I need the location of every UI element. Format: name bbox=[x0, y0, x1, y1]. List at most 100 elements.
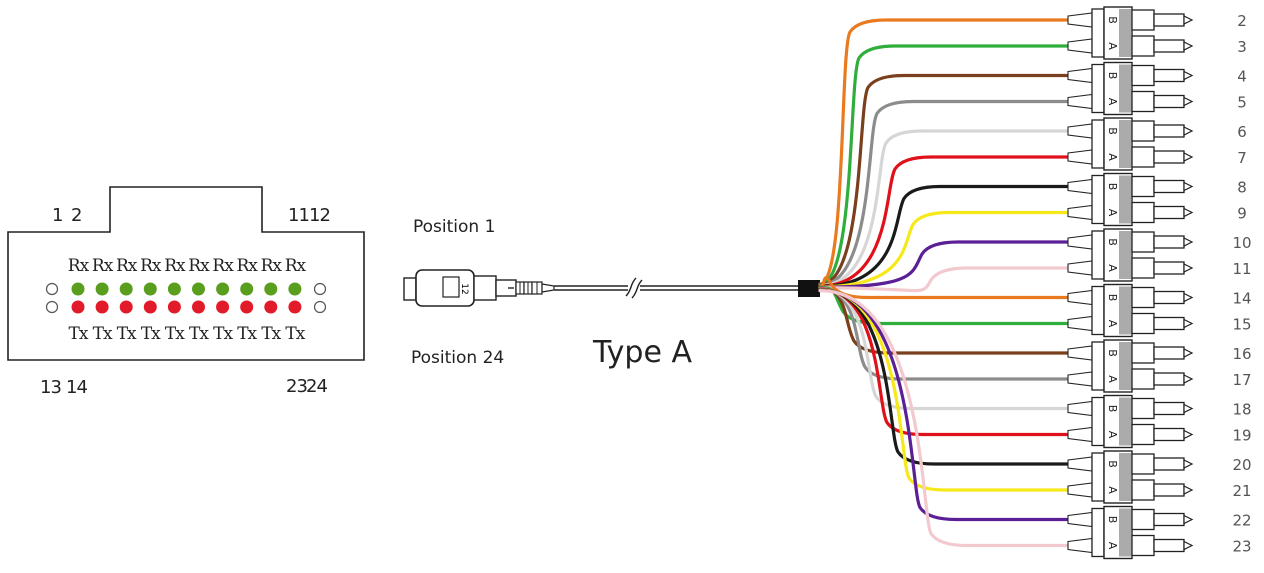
tx-dot-5 bbox=[167, 300, 181, 314]
pair-label-a: A bbox=[1106, 42, 1119, 50]
pin-label-24: 24 bbox=[306, 376, 327, 397]
pair-label-a: A bbox=[1106, 153, 1119, 161]
rx-label-5: Rx bbox=[164, 256, 186, 276]
tx-dot-9 bbox=[264, 300, 278, 314]
rx-label-1: Rx bbox=[68, 256, 90, 276]
fiber-5 bbox=[818, 99, 1070, 287]
pair-label-a: A bbox=[1106, 375, 1119, 383]
pair-label-a: A bbox=[1106, 209, 1119, 217]
tx-label-4: Tx bbox=[141, 324, 161, 344]
fiber-22 bbox=[818, 288, 1070, 522]
duplex-connector-8: BA bbox=[1067, 394, 1194, 449]
rx-dot-7 bbox=[216, 282, 230, 296]
rx-dot-8 bbox=[240, 282, 254, 296]
pair-label-b: B bbox=[1106, 349, 1119, 357]
fiber-number-17: 17 bbox=[1232, 371, 1251, 389]
duplex-connector-4: BA bbox=[1067, 172, 1194, 227]
tx-label-2: Tx bbox=[93, 324, 113, 344]
duplex-connector-3: BA bbox=[1067, 117, 1194, 171]
fiber-number-7: 7 bbox=[1237, 149, 1247, 167]
fiber-number-5: 5 bbox=[1237, 94, 1247, 112]
rx-dot-1 bbox=[71, 282, 85, 296]
fiber-9 bbox=[818, 210, 1070, 289]
fiber-number-19: 19 bbox=[1232, 427, 1251, 445]
tx-dot-3 bbox=[119, 300, 133, 314]
fanout-fibers bbox=[818, 18, 1070, 548]
fiber-number-4: 4 bbox=[1237, 68, 1247, 86]
breakout-block bbox=[798, 280, 820, 297]
pair-label-b: B bbox=[1106, 127, 1119, 135]
pin-label-14: 14 bbox=[66, 377, 87, 398]
tx-label-3: Tx bbox=[117, 324, 137, 344]
fiber-14 bbox=[818, 276, 1070, 300]
fiber-7 bbox=[818, 155, 1070, 288]
fiber-10 bbox=[818, 240, 1070, 289]
connector-face-outline bbox=[7, 186, 365, 361]
fiber-6 bbox=[818, 129, 1070, 288]
type-label: Type A bbox=[592, 335, 692, 370]
fiber-number-21: 21 bbox=[1232, 482, 1251, 500]
rx-label-2: Rx bbox=[92, 256, 114, 276]
pin-label-23: 23 bbox=[286, 376, 307, 397]
pair-label-b: B bbox=[1106, 294, 1119, 302]
rx-dot-5 bbox=[167, 282, 181, 296]
fiber-number-10: 10 bbox=[1232, 234, 1251, 252]
fiber-number-6: 6 bbox=[1237, 123, 1247, 141]
duplex-connector-2: BA bbox=[1067, 61, 1194, 116]
fiber-number-9: 9 bbox=[1237, 205, 1247, 223]
fiber-11 bbox=[818, 266, 1070, 293]
rx-dot-4 bbox=[143, 282, 157, 296]
rx-dot-9 bbox=[264, 282, 278, 296]
pin-label-1: 1 bbox=[52, 205, 63, 226]
pair-label-b: B bbox=[1106, 183, 1119, 191]
tx-label-1: Tx bbox=[69, 324, 89, 344]
fiber-4 bbox=[818, 73, 1070, 287]
rx-label-7: Rx bbox=[212, 256, 234, 276]
duplex-connector-9: BA bbox=[1067, 450, 1194, 504]
duplex-connector-6: BA bbox=[1067, 283, 1194, 338]
pair-label-b: B bbox=[1106, 16, 1119, 24]
duplex-connector-7: BA bbox=[1067, 339, 1194, 393]
pair-label-a: A bbox=[1106, 542, 1119, 550]
fiber-19 bbox=[818, 287, 1070, 437]
duplex-connector-10: BA bbox=[1067, 505, 1194, 560]
pair-label-b: B bbox=[1106, 72, 1119, 80]
tx-label-5: Tx bbox=[165, 324, 185, 344]
trunk-cable bbox=[554, 277, 800, 299]
fiber-number-11: 11 bbox=[1232, 260, 1251, 278]
fiber-number-18: 18 bbox=[1232, 401, 1251, 419]
tx-dot-8 bbox=[240, 300, 254, 314]
tx-dot-2 bbox=[95, 300, 109, 314]
fiber-number-15: 15 bbox=[1232, 316, 1251, 334]
mpo-connector: 12 bbox=[403, 269, 555, 307]
fiber-number-3: 3 bbox=[1237, 38, 1247, 56]
fiber-8 bbox=[818, 184, 1070, 288]
fiber-number-23: 23 bbox=[1232, 538, 1251, 556]
tx-dot-1 bbox=[71, 300, 85, 314]
rx-label-6: Rx bbox=[188, 256, 210, 276]
rx-dot-2 bbox=[95, 282, 109, 296]
pair-label-a: A bbox=[1106, 486, 1119, 494]
fiber-number-20: 20 bbox=[1232, 456, 1251, 474]
fiber-number-14: 14 bbox=[1232, 290, 1251, 308]
pin-label-2: 2 bbox=[71, 205, 82, 226]
pair-label-a: A bbox=[1106, 431, 1119, 439]
pin-label-11: 11 bbox=[288, 205, 309, 226]
pin-label-13: 13 bbox=[40, 377, 61, 398]
pin-label-12: 12 bbox=[309, 205, 330, 226]
rx-label-10: Rx bbox=[285, 256, 307, 276]
fiber-23 bbox=[818, 289, 1070, 548]
position-24-label: Position 24 bbox=[411, 348, 504, 368]
fiber-21 bbox=[818, 288, 1070, 492]
rx-dot-3 bbox=[119, 282, 133, 296]
fiber-3 bbox=[818, 44, 1070, 286]
rx-dot-10 bbox=[288, 282, 302, 296]
empty-pos-24 bbox=[313, 300, 327, 314]
pair-label-b: B bbox=[1106, 238, 1119, 246]
fiber-2 bbox=[818, 18, 1070, 286]
pair-label-a: A bbox=[1106, 320, 1119, 328]
tx-dot-6 bbox=[192, 300, 205, 314]
pair-label-a: A bbox=[1106, 98, 1119, 106]
